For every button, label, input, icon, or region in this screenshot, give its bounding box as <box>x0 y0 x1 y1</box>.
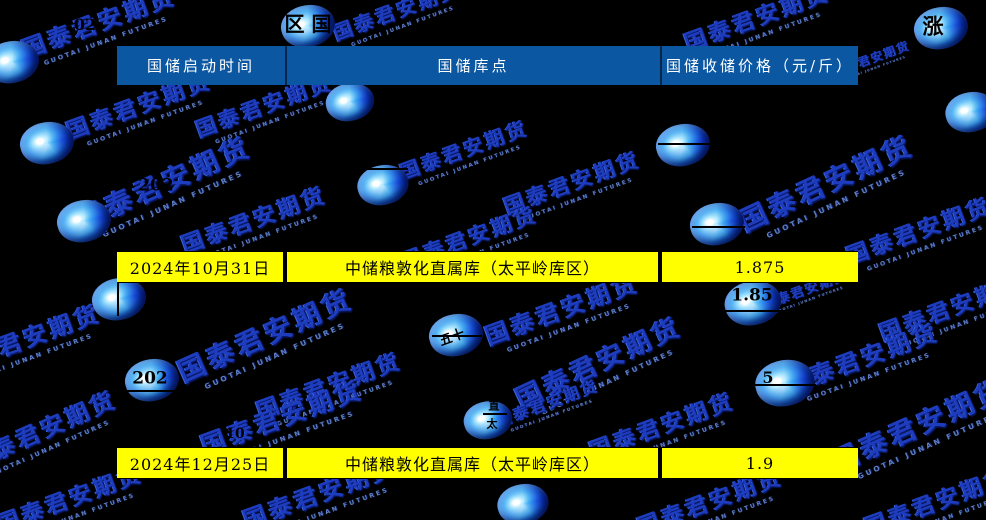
hidden-text-fragment: 202 <box>138 175 174 196</box>
table-gridline-fragment <box>658 143 710 145</box>
table-row: 2024年12月25日 中储粮敦化直属库（太平岭库区） 1.9 <box>117 447 858 479</box>
table-gridline-fragment <box>692 226 745 228</box>
table-gridline-fragment <box>117 283 119 316</box>
hidden-text-fragment: 直 <box>488 399 500 413</box>
header-cell-start-date: 国储启动时间 <box>117 46 287 85</box>
table-header-row: 国储启动时间 国储库点 国储收储价格（元/斤） <box>117 46 858 85</box>
hidden-text-fragment: 涨 <box>922 13 944 39</box>
table-gridline-fragment <box>125 390 182 392</box>
cell-depot: 中储粮敦化直属库（太平岭库区） <box>287 448 662 478</box>
hidden-text-fragment: 太 <box>486 417 498 431</box>
table-gridline-fragment <box>483 413 507 415</box>
table-gridline-fragment <box>722 310 785 312</box>
hidden-text-fragment: 5 <box>762 368 774 387</box>
table-gridline-fragment <box>432 335 482 337</box>
hidden-text-fragment: 02 <box>73 15 97 34</box>
hidden-text-fragment: 10 <box>225 426 245 442</box>
hidden-text-fragment: 202 <box>132 368 168 389</box>
cell-price: 1.9 <box>662 448 858 478</box>
hidden-text-fragment: 五十 <box>437 326 467 350</box>
table-gridline-fragment <box>755 384 815 386</box>
cell-start-date: 2024年10月31日 <box>117 252 287 282</box>
table-row: 2024年10月31日 中储粮敦化直属库（太平岭库区） 1.875 <box>117 251 858 283</box>
header-cell-depot: 国储库点 <box>287 46 662 85</box>
table-gridline-fragment <box>358 168 408 170</box>
hidden-text-fragment: 区 国 <box>284 12 332 36</box>
cell-start-date: 2024年12月25日 <box>117 448 287 478</box>
cell-depot: 中储粮敦化直属库（太平岭库区） <box>287 252 662 282</box>
cell-price: 1.875 <box>662 252 858 282</box>
hidden-text-fragment: 1.85 <box>731 285 773 306</box>
header-cell-price: 国储收储价格（元/斤） <box>665 57 855 75</box>
